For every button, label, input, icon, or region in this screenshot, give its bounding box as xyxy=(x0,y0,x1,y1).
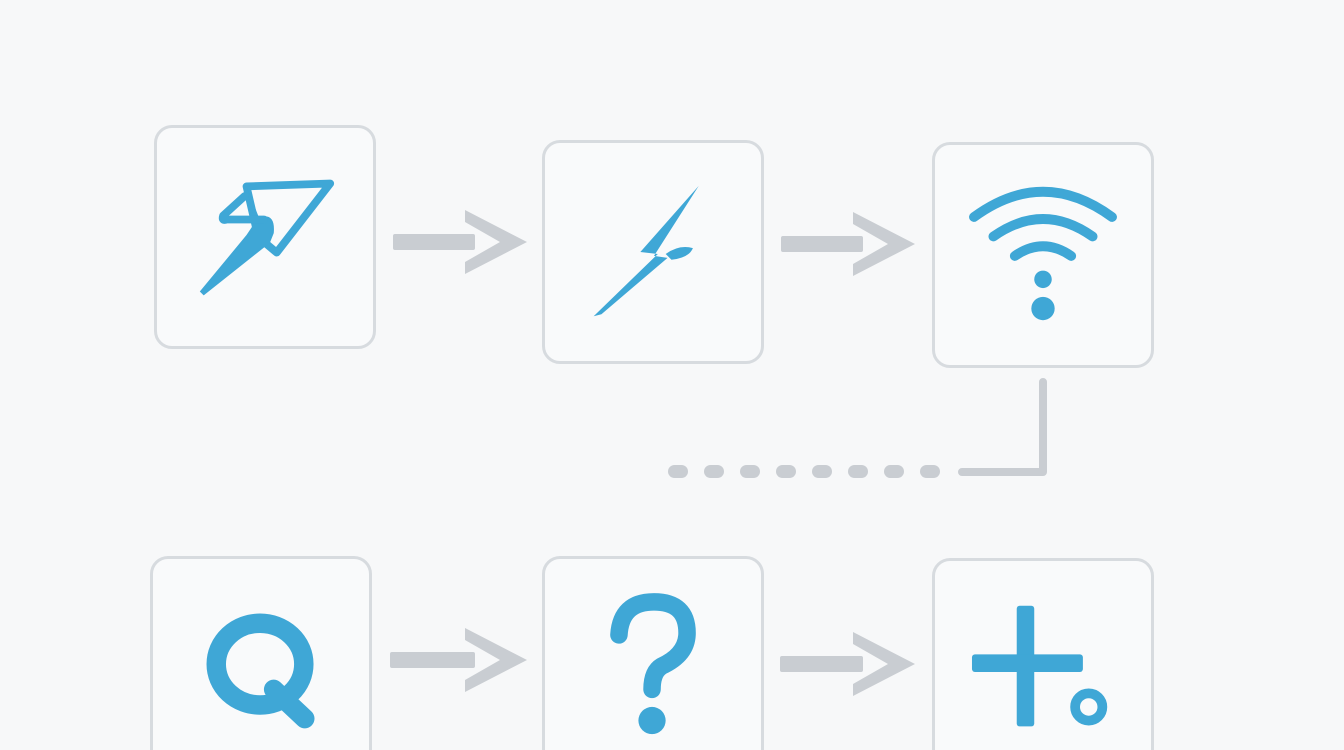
arrow-connector-3 xyxy=(390,628,527,692)
tile-letter-q xyxy=(150,556,372,750)
letter-q-icon xyxy=(206,613,315,729)
lightning-bolt-icon xyxy=(593,185,699,317)
arrow-connector-4 xyxy=(780,632,915,696)
plus-circle-icon xyxy=(971,605,1108,727)
tile-lightning xyxy=(542,140,764,364)
arrow-connector-2 xyxy=(781,212,915,276)
tile-question xyxy=(542,556,764,750)
question-mark-icon xyxy=(610,593,696,735)
wifi-icon xyxy=(969,187,1117,321)
pencil-icon xyxy=(199,179,335,296)
tile-plus xyxy=(932,558,1154,750)
tile-wifi xyxy=(932,142,1154,368)
tile-pencil xyxy=(154,125,376,349)
dashed-elbow-connector xyxy=(668,378,1047,478)
arrow-connector-1 xyxy=(393,210,527,274)
